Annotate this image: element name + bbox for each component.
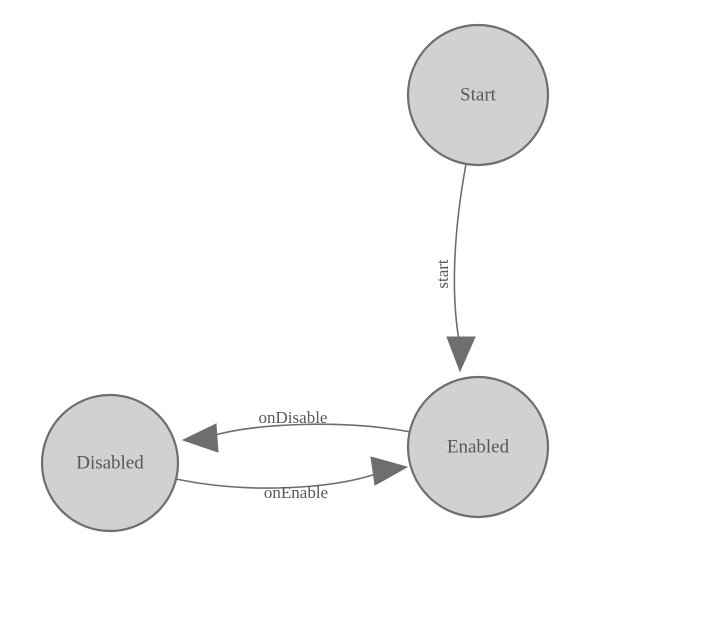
edge-start-to-enabled-path: [453, 163, 467, 341]
edge-enabled-to-disabled-arrowhead: [181, 423, 219, 453]
edge-start-to-enabled-label: start: [433, 259, 452, 289]
edge-enabled-to-disabled-label: onDisable: [259, 408, 328, 427]
edge-enabled-to-disabled[interactable]: onDisable: [181, 408, 412, 453]
node-disabled[interactable]: Disabled: [40, 393, 180, 533]
edge-disabled-to-enabled-path: [175, 473, 377, 489]
edge-disabled-to-enabled[interactable]: onEnable: [175, 456, 409, 502]
edge-enabled-to-disabled-path: [214, 423, 412, 436]
node-enabled-circle: [406, 375, 550, 519]
node-start[interactable]: Start: [406, 23, 550, 167]
node-start-label: Start: [460, 84, 497, 105]
node-enabled[interactable]: Enabled: [406, 375, 550, 519]
edge-start-to-enabled-arrowhead: [446, 336, 476, 373]
edge-start-to-enabled[interactable]: start: [433, 163, 476, 373]
node-start-circle: [406, 23, 550, 167]
edge-disabled-to-enabled-label: onEnable: [264, 483, 328, 502]
edge-disabled-to-enabled-arrowhead: [370, 456, 409, 486]
node-disabled-label: Disabled: [76, 452, 144, 473]
node-disabled-circle: [40, 393, 180, 533]
node-enabled-label: Enabled: [447, 436, 510, 457]
